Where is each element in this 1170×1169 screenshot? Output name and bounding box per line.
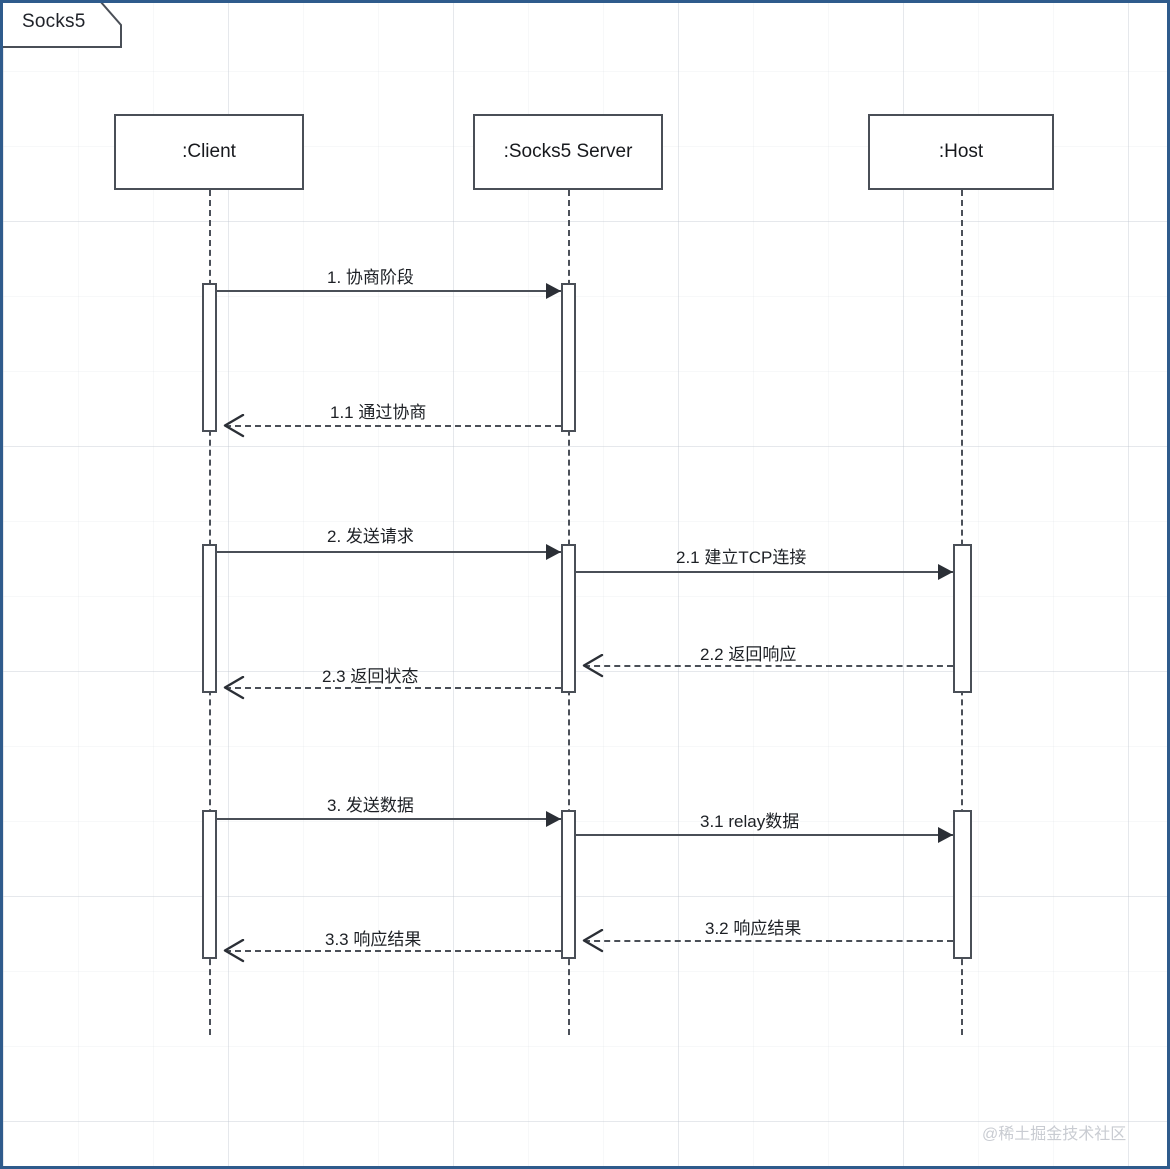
message-label-m2-1: 2.1 建立TCP连接 [676, 548, 807, 567]
participant-client[interactable]: :Client [114, 114, 304, 190]
arrowhead-open-m1-1 [223, 413, 245, 443]
background-grid [3, 3, 1167, 1166]
message-line-m2-2 [584, 665, 953, 667]
activation-bar-client-act-2 [202, 544, 217, 693]
message-label-m2-2: 2.2 返回响应 [700, 645, 797, 664]
message-label-m3: 3. 发送数据 [327, 796, 414, 815]
message-label-m3-3: 3.3 响应结果 [325, 930, 422, 949]
arrowhead-filled-m3-1 [938, 827, 953, 843]
frame-title-label: Socks5 [22, 11, 86, 32]
message-label-m1: 1. 协商阶段 [327, 268, 414, 287]
activation-bar-client-act-1 [202, 283, 217, 432]
message-line-m2 [217, 551, 561, 553]
frame-title-tab: Socks5 [0, 0, 122, 48]
message-line-m1-1 [225, 425, 561, 427]
arrowhead-filled-m1 [546, 283, 561, 299]
participant-host[interactable]: :Host [868, 114, 1054, 190]
activation-bar-server-act-2 [561, 544, 576, 693]
watermark: @稀土掘金技术社区 [982, 1126, 1127, 1143]
activation-bar-client-act-3 [202, 810, 217, 959]
message-line-m3-1 [576, 834, 953, 836]
activation-bar-server-act-3 [561, 810, 576, 959]
message-line-m3 [217, 818, 561, 820]
message-label-m2: 2. 发送请求 [327, 527, 414, 546]
activation-bar-host-act-1 [953, 544, 972, 693]
arrowhead-open-m2-3 [223, 675, 245, 705]
message-line-m2-1 [576, 571, 953, 573]
message-line-m1 [217, 290, 561, 292]
activation-bar-server-act-1 [561, 283, 576, 432]
arrowhead-filled-m2-1 [938, 564, 953, 580]
arrowhead-open-m3-2 [582, 928, 604, 958]
message-line-m3-3 [225, 950, 561, 952]
participant-label-server: :Socks5 Server [503, 141, 633, 162]
arrowhead-filled-m3 [546, 811, 561, 827]
arrowhead-filled-m2 [546, 544, 561, 560]
message-line-m2-3 [225, 687, 561, 689]
arrowhead-open-m3-3 [223, 938, 245, 968]
arrowhead-open-m2-2 [582, 653, 604, 683]
message-label-m3-1: 3.1 relay数据 [700, 812, 800, 831]
participant-server[interactable]: :Socks5 Server [473, 114, 663, 190]
message-line-m3-2 [584, 940, 953, 942]
message-label-m1-1: 1.1 通过协商 [330, 403, 427, 422]
activation-bar-host-act-2 [953, 810, 972, 959]
participant-label-client: :Client [182, 141, 236, 162]
message-label-m3-2: 3.2 响应结果 [705, 919, 802, 938]
participant-label-host: :Host [938, 141, 984, 162]
message-label-m2-3: 2.3 返回状态 [322, 667, 419, 686]
